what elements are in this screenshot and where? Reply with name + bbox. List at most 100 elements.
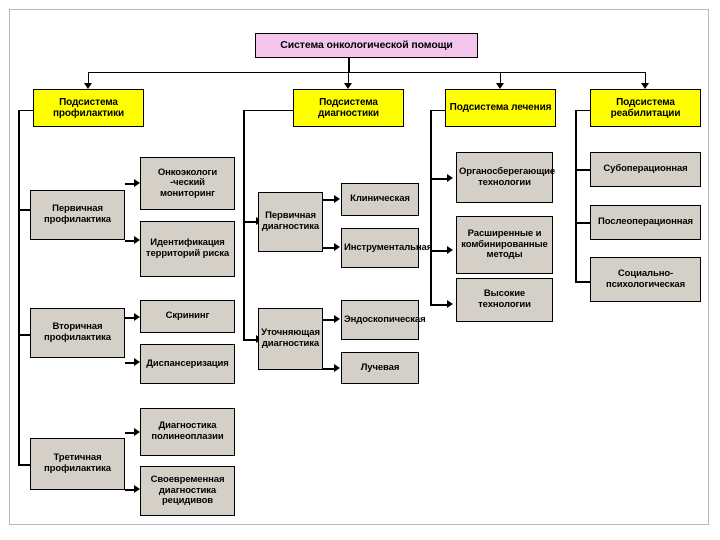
leaf-dispensary-observation[interactable]: Диспансеризация [140, 344, 235, 384]
connector-diag-b2 [243, 339, 257, 341]
leaf-clinical[interactable]: Клиническая [341, 183, 419, 216]
arrow-down-treatment [496, 83, 504, 89]
arrow-right-tp-c2 [134, 485, 140, 493]
leaf-screening[interactable]: Скрининг [140, 300, 235, 333]
connector-root-stem [348, 58, 350, 72]
connector-treatment-spine [430, 110, 432, 305]
connector-pp-c1 [125, 183, 135, 185]
leaf-instrumental-label: Инструментальная [344, 241, 433, 253]
leaf-onco-eco-monitoring[interactable]: Онкоэкологи -ческий мониторинг [140, 157, 235, 210]
leaf-organ-preserving-technologies-label: Органосберегающие технологии [459, 165, 556, 188]
connector-sp-c2 [125, 362, 135, 364]
root-title-box: Система онкологической помощи [255, 33, 478, 58]
branch-secondary-prevention-label: Вторичная профилактика [44, 321, 111, 343]
arrow-right-cd-c2 [334, 364, 340, 372]
arrow-down-rehabilitation [641, 83, 649, 89]
leaf-instrumental[interactable]: Инструментальная [341, 228, 433, 268]
arrow-right-treat-3 [447, 300, 453, 308]
leaf-intraoperative-rehab[interactable]: Субоперационная [590, 152, 701, 187]
connector-treatment-tap [430, 110, 445, 111]
connector-rehab-tap [575, 110, 590, 111]
connector-prevention-b2 [18, 334, 35, 336]
branch-tertiary-prevention-label: Третичная профилактика [44, 452, 111, 474]
leaf-onco-eco-monitoring-label: Онкоэкологи -ческий мониторинг [157, 166, 218, 199]
connector-cd-c1 [323, 319, 335, 321]
leaf-intraoperative-rehab-label: Субоперационная [603, 163, 688, 175]
branch-secondary-prevention[interactable]: Вторичная профилактика [30, 308, 125, 358]
root-title-label: Система онкологической помощи [280, 38, 453, 51]
leaf-timely-relapse-diagnostics-label: Своевременная диагностика рецидивов [150, 474, 225, 507]
subsystem-treatment[interactable]: Подсистема лечения [445, 89, 556, 127]
connector-diagnostics-spine [243, 110, 245, 340]
leaf-high-technologies-label: Высокие технологии [478, 288, 531, 310]
connector-sp-c1 [125, 317, 135, 319]
arrow-right-sp-c1 [134, 313, 140, 321]
arrow-right-treat-2 [447, 246, 453, 254]
connector-treat-3 [430, 304, 448, 306]
subsystem-prevention[interactable]: Подсистема профилактики [33, 89, 144, 127]
connector-drop-rehabilitation [645, 72, 646, 84]
subsystem-treatment-label: Подсистема лечения [449, 102, 552, 114]
leaf-endoscopic-label: Эндоскопическая [344, 313, 426, 325]
branch-clarifying-diagnostics-label: Уточняющая диагностика [261, 327, 320, 349]
subsystem-rehabilitation-label: Подсистема реабилитации [610, 96, 681, 119]
leaf-radiation[interactable]: Лучевая [341, 352, 419, 384]
connector-drop-prevention [88, 72, 89, 84]
leaf-social-psychological-rehab-label: Социально-психологическая [605, 267, 686, 290]
connector-rehab-1 [575, 169, 593, 171]
branch-tertiary-prevention[interactable]: Третичная профилактика [30, 438, 125, 490]
subsystem-diagnostics[interactable]: Подсистема диагностики [293, 89, 404, 127]
leaf-clinical-label: Клиническая [350, 193, 410, 205]
subsystem-diagnostics-label: Подсистема диагностики [318, 96, 379, 119]
leaf-extended-combined-methods[interactable]: Расширенные и комбинированные методы [456, 216, 553, 274]
leaf-postoperative-rehab[interactable]: Послеоперационная [590, 205, 701, 240]
arrow-right-pp-c1 [134, 179, 140, 187]
connector-drop-diagnostics [348, 72, 349, 84]
branch-primary-diagnostics-label: Первичная диагностика [261, 210, 320, 232]
connector-cd-c2 [323, 368, 335, 370]
branch-primary-diagnostics[interactable]: Первичная диагностика [258, 192, 323, 252]
leaf-social-psychological-rehab[interactable]: Социально-психологическая [590, 257, 701, 302]
leaf-dispensary-observation-label: Диспансеризация [146, 357, 229, 369]
connector-treat-1 [430, 178, 448, 180]
leaf-risk-territory-identification[interactable]: Идентификация территорий риска [140, 221, 235, 277]
connector-prevention-tap [18, 110, 33, 111]
connector-rehab-3 [575, 281, 593, 283]
connector-tp-c1 [125, 432, 135, 434]
leaf-screening-label: Скрининг [165, 310, 210, 322]
leaf-organ-preserving-technologies[interactable]: Органосберегающие технологии [456, 152, 556, 203]
arrow-right-sp-c2 [134, 358, 140, 366]
leaf-high-technologies[interactable]: Высокие технологии [456, 278, 553, 322]
arrow-right-tp-c1 [134, 428, 140, 436]
leaf-polyneoplasia-diagnostics-label: Диагностика полинеоплазии [151, 420, 224, 442]
arrow-right-cd-c1 [334, 315, 340, 323]
arrow-right-pp-c2 [134, 236, 140, 244]
connector-pp-c2 [125, 240, 135, 242]
connector-prevention-b1 [18, 209, 35, 211]
connector-rehab-spine [575, 110, 577, 282]
connector-tp-c2 [125, 489, 135, 491]
connector-rehab-2 [575, 222, 593, 224]
connector-pd-c2 [323, 247, 335, 249]
leaf-risk-territory-identification-label: Идентификация территорий риска [145, 237, 230, 259]
connector-diag-b1 [243, 221, 257, 223]
arrow-down-prevention [84, 83, 92, 89]
leaf-endoscopic[interactable]: Эндоскопическая [341, 300, 426, 340]
arrow-right-pd-c1 [334, 195, 340, 203]
leaf-timely-relapse-diagnostics[interactable]: Своевременная диагностика рецидивов [140, 466, 235, 516]
branch-clarifying-diagnostics[interactable]: Уточняющая диагностика [258, 308, 323, 370]
leaf-polyneoplasia-diagnostics[interactable]: Диагностика полинеоплазии [140, 408, 235, 456]
arrow-right-pd-c2 [334, 243, 340, 251]
connector-pd-c1 [323, 199, 335, 201]
branch-primary-prevention[interactable]: Первичная профилактика [30, 190, 125, 240]
arrow-right-treat-1 [447, 174, 453, 182]
leaf-radiation-label: Лучевая [360, 361, 400, 373]
leaf-extended-combined-methods-label: Расширенные и комбинированные методы [461, 228, 548, 261]
subsystem-rehabilitation[interactable]: Подсистема реабилитации [590, 89, 701, 127]
branch-primary-prevention-label: Первичная профилактика [44, 203, 111, 225]
connector-diagnostics-tap [243, 110, 293, 111]
connector-drop-treatment [500, 72, 501, 84]
connector-treat-2 [430, 250, 448, 252]
connector-prevention-b3 [18, 464, 35, 466]
